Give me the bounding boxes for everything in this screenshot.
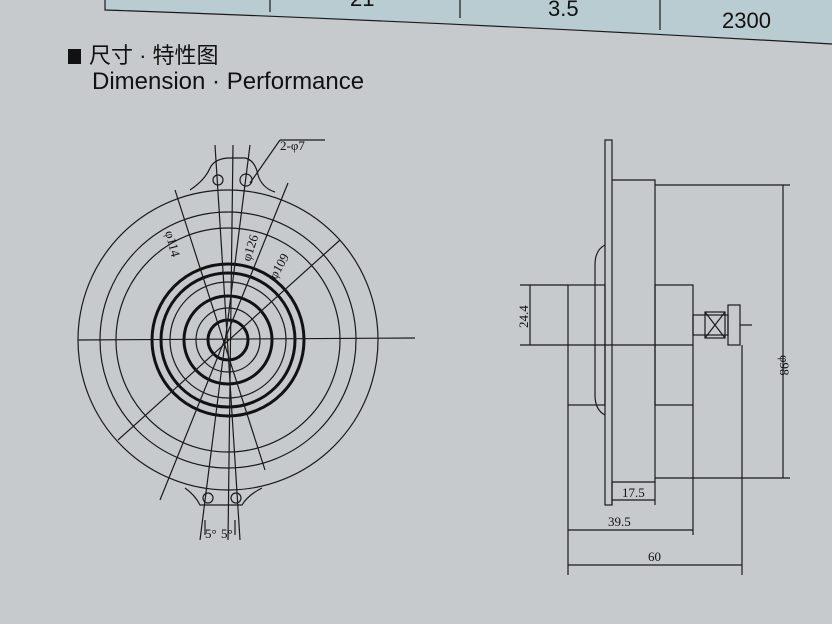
dim-114: φ114 (162, 229, 183, 259)
dim-24-4: 24.4 (516, 305, 531, 328)
angle-right: 5° (221, 526, 233, 541)
dim-98: φ98 (777, 355, 792, 376)
dim-39-5: 39.5 (608, 514, 631, 529)
angle-left: 5° (205, 526, 217, 541)
section-title-cn: 尺寸 · 特性图 (68, 38, 219, 70)
dim-17-5: 17.5 (622, 485, 645, 500)
spec-table (104, 0, 832, 45)
table-cell-4: 2300 (722, 8, 771, 33)
table-cell-2: 21 (350, 0, 374, 12)
dim-60: 60 (648, 549, 661, 564)
side-view: 24.4 φ98 17.5 39.5 60 (516, 139, 792, 575)
front-view: 2-φ7 φ114 φ126 φ109 5° 5° (77, 138, 416, 541)
dim-109: φ109 (266, 251, 292, 282)
bullet-square-icon (68, 49, 81, 64)
holes-label: 2-φ7 (280, 138, 305, 153)
section-title-en: Dimension · Performance (92, 68, 365, 95)
table-cell-3: 3.5 (548, 0, 579, 21)
